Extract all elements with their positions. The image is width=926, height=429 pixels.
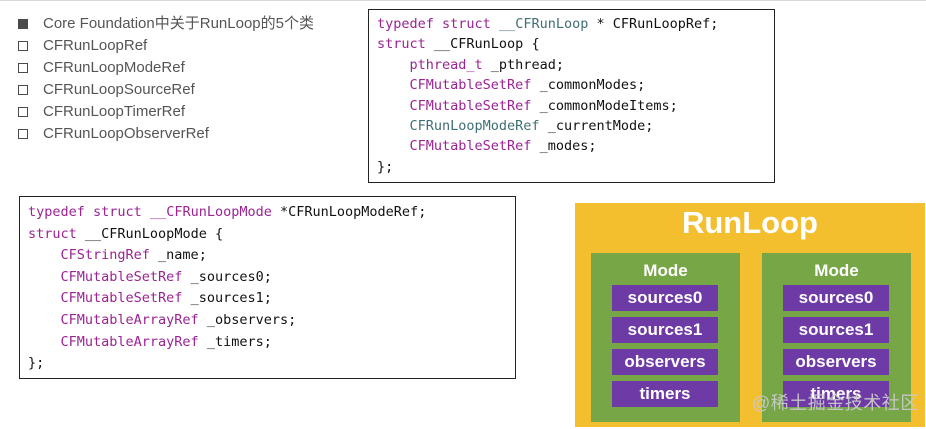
code-text: * CFRunLoopRef; xyxy=(588,16,719,32)
code-text: _timers; xyxy=(198,333,272,350)
timers-item: timers xyxy=(783,381,889,407)
list-item-text: CFRunLoopSourceRef xyxy=(43,81,195,98)
code-type: __CFRunLoop xyxy=(498,16,589,32)
code-text: _name; xyxy=(149,247,207,264)
code-field-line: CFMutableSetRef _sources0; xyxy=(28,267,515,289)
sources0-item: sources0 xyxy=(612,285,718,311)
list-item-text: CFRunLoopTimerRef xyxy=(43,103,185,120)
runloop-diagram: RunLoop Mode sources0 sources1 observers… xyxy=(575,203,925,427)
code-line: struct __CFRunLoopMode { xyxy=(28,224,515,246)
mode-label: Mode xyxy=(643,261,688,280)
code-text: _commonModeItems; xyxy=(531,97,678,114)
code-keyword: struct xyxy=(442,16,491,32)
mode-box: Mode sources0 sources1 observers timers xyxy=(591,253,740,422)
code-field-line: CFMutableArrayRef _observers; xyxy=(28,310,515,332)
code-type: CFMutableSetRef xyxy=(409,97,532,114)
code-type: CFMutableArrayRef xyxy=(60,311,199,328)
code-text: _observers; xyxy=(198,311,297,328)
mode-label: Mode xyxy=(814,261,859,280)
list-item: CFRunLoopSourceRef xyxy=(18,79,314,101)
watermark: @稀土掘金技术社区 xyxy=(752,393,919,413)
list-item: CFRunLoopTimerRef xyxy=(18,101,314,123)
observers-item: observers xyxy=(783,349,889,375)
code-text: _sources0; xyxy=(182,268,272,285)
cfrunloop-struct-code: typedef struct __CFRunLoop * CFRunLoopRe… xyxy=(368,9,775,183)
class-list: Core Foundation中关于RunLoop的5个类 CFRunLoopR… xyxy=(18,13,314,145)
list-item: CFRunLoopRef xyxy=(18,35,314,57)
sources1-item: sources1 xyxy=(612,317,718,343)
code-field-line: CFMutableSetRef _commonModeItems; xyxy=(377,96,774,116)
code-text: _pthread; xyxy=(482,56,564,73)
code-field-line: CFStringRef _name; xyxy=(28,245,515,267)
code-text: *CFRunLoopModeRef; xyxy=(271,204,427,220)
code-type: CFMutableArrayRef xyxy=(60,333,199,350)
code-type: CFMutableSetRef xyxy=(409,138,532,155)
mode-box: Mode sources0 sources1 observers timers xyxy=(762,253,911,422)
hollow-square-bullet-icon xyxy=(18,41,28,51)
code-type: pthread_t xyxy=(409,56,483,73)
runloop-title: RunLoop xyxy=(681,205,818,240)
sources1-item: sources1 xyxy=(783,317,889,343)
code-type: CFStringRef xyxy=(60,247,150,264)
code-field-line: CFMutableArrayRef _timers; xyxy=(28,332,515,354)
observers-item: observers xyxy=(612,349,718,375)
code-keyword: struct xyxy=(377,36,426,53)
code-keyword: typedef xyxy=(377,16,434,32)
code-text: __CFRunLoop { xyxy=(425,36,540,53)
code-type: CFRunLoopModeRef xyxy=(409,117,540,134)
code-type: CFMutableSetRef xyxy=(60,268,183,285)
code-line: }; xyxy=(28,355,45,372)
code-field-line: pthread_t _pthread; xyxy=(377,55,774,75)
code-field-line: CFMutableSetRef _commonModes; xyxy=(377,75,774,95)
list-item-text: CFRunLoopModeRef xyxy=(43,59,185,76)
list-item: Core Foundation中关于RunLoop的5个类 xyxy=(18,13,314,35)
list-item-text: CFRunLoopRef xyxy=(43,37,148,54)
code-field-line: CFRunLoopModeRef _currentMode; xyxy=(377,116,774,136)
code-text: _currentMode; xyxy=(539,117,654,134)
list-item: CFRunLoopModeRef xyxy=(18,57,314,79)
list-item: CFRunLoopObserverRef xyxy=(18,123,314,145)
code-field-line: CFMutableSetRef _sources1; xyxy=(28,288,515,310)
code-line: struct __CFRunLoop { xyxy=(377,34,774,54)
code-line: typedef struct __CFRunLoopMode *CFRunLoo… xyxy=(28,202,515,224)
code-type: CFMutableSetRef xyxy=(409,77,532,94)
filled-square-bullet-icon xyxy=(18,19,28,29)
top-divider xyxy=(0,0,926,1)
code-line: typedef struct __CFRunLoop * CFRunLoopRe… xyxy=(377,14,774,34)
hollow-square-bullet-icon xyxy=(18,129,28,139)
hollow-square-bullet-icon xyxy=(18,107,28,117)
code-text: __CFRunLoopMode { xyxy=(76,225,224,242)
code-field-line: CFMutableSetRef _modes; xyxy=(377,136,774,156)
list-item-text: Core Foundation中关于RunLoop的5个类 xyxy=(43,15,314,32)
cfrunloopmode-struct-code: typedef struct __CFRunLoopMode *CFRunLoo… xyxy=(19,196,516,379)
code-line: }; xyxy=(377,158,394,175)
code-type: __CFRunLoopMode xyxy=(149,204,272,220)
timers-item: timers xyxy=(612,381,718,407)
code-text: _sources1; xyxy=(182,290,272,307)
hollow-square-bullet-icon xyxy=(18,85,28,95)
code-text: _commonModes; xyxy=(531,77,646,94)
code-type: CFMutableSetRef xyxy=(60,290,183,307)
code-keyword: typedef xyxy=(28,204,85,220)
code-text: _modes; xyxy=(531,138,597,155)
code-keyword: struct xyxy=(93,204,142,220)
code-keyword: struct xyxy=(28,225,77,242)
sources0-item: sources0 xyxy=(783,285,889,311)
hollow-square-bullet-icon xyxy=(18,63,28,73)
list-item-text: CFRunLoopObserverRef xyxy=(43,125,209,142)
